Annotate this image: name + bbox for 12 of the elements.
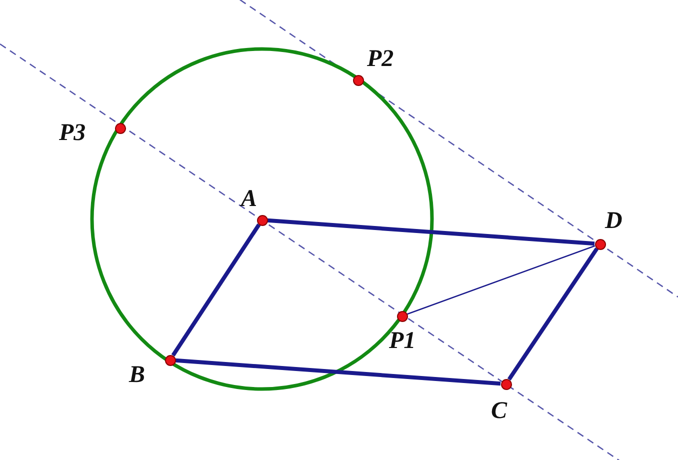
line-segment	[507, 247, 599, 381]
line-segment	[171, 224, 261, 356]
point-label: A	[241, 187, 258, 211]
point-label: C	[491, 399, 508, 423]
line-segment	[175, 358, 501, 386]
line-segment	[406, 245, 596, 315]
point-label: P1	[389, 329, 416, 353]
point-label: D	[605, 209, 622, 233]
point-label: P3	[59, 121, 86, 145]
point-label: P2	[367, 47, 394, 71]
line-segment	[267, 218, 595, 246]
point-label: B	[129, 363, 146, 387]
